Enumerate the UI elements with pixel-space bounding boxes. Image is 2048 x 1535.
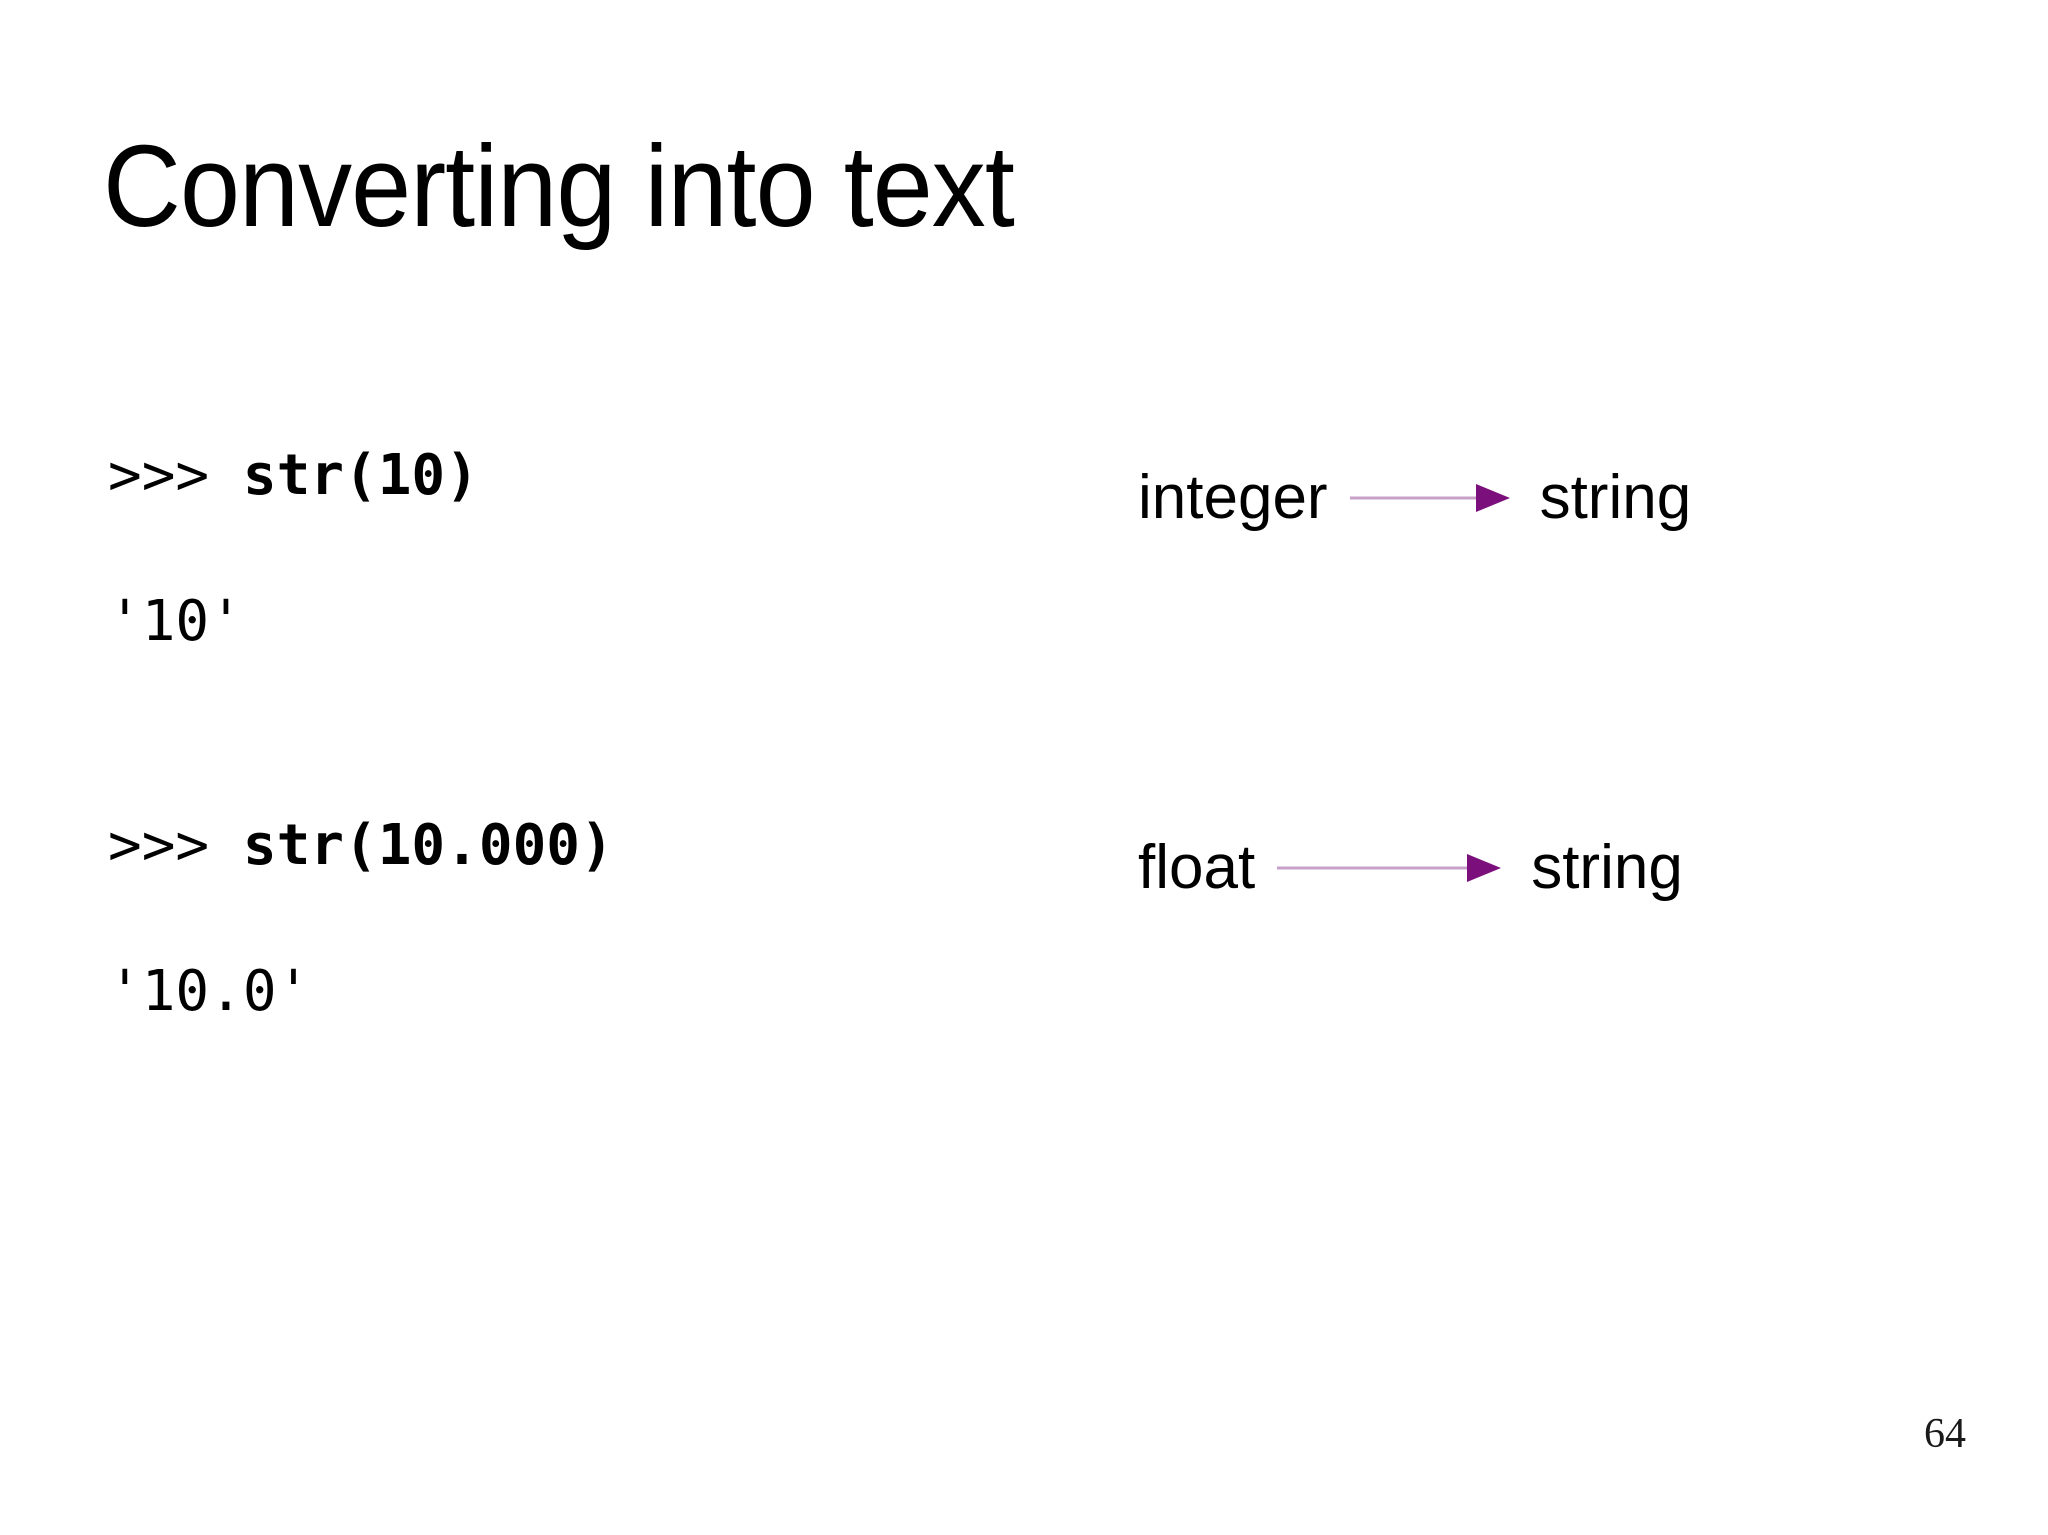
conversion-source-label-1: integer (1138, 463, 1328, 532)
conversion-target-label-2: string (1531, 833, 1683, 902)
conversion-row-float-to-string: float string (1138, 828, 1683, 908)
repl-output-line-2: '10.0' (108, 959, 311, 1024)
repl-input-line-1: >>> str(10) (108, 448, 1008, 504)
conversion-source-label-2: float (1138, 833, 1256, 902)
repl-expression-2: str(10.000) (242, 813, 614, 878)
page-title: Converting into text (103, 121, 1015, 251)
repl-transcript: >>> str(10) '10' >>> str(10.000) '10.0' (108, 448, 1008, 1020)
repl-prompt-2: >>> (108, 813, 243, 878)
page-number: 64 (1924, 1411, 1966, 1457)
repl-prompt-1: >>> (108, 443, 243, 508)
conversion-row-integer-to-string: integer string (1138, 458, 1691, 538)
repl-output-line-1: '10' (108, 589, 243, 654)
converts-to-arrow-icon-1 (1349, 484, 1510, 512)
conversion-target-label-1: string (1539, 463, 1692, 532)
repl-spacer-2 (108, 650, 1008, 818)
repl-input-line-2: >>> str(10.000) (108, 818, 1008, 874)
repl-expression-1: str(10) (242, 443, 479, 508)
repl-spacer-3 (108, 874, 1008, 964)
repl-spacer-1 (108, 504, 1008, 594)
converts-to-arrow-icon-2 (1277, 854, 1502, 882)
